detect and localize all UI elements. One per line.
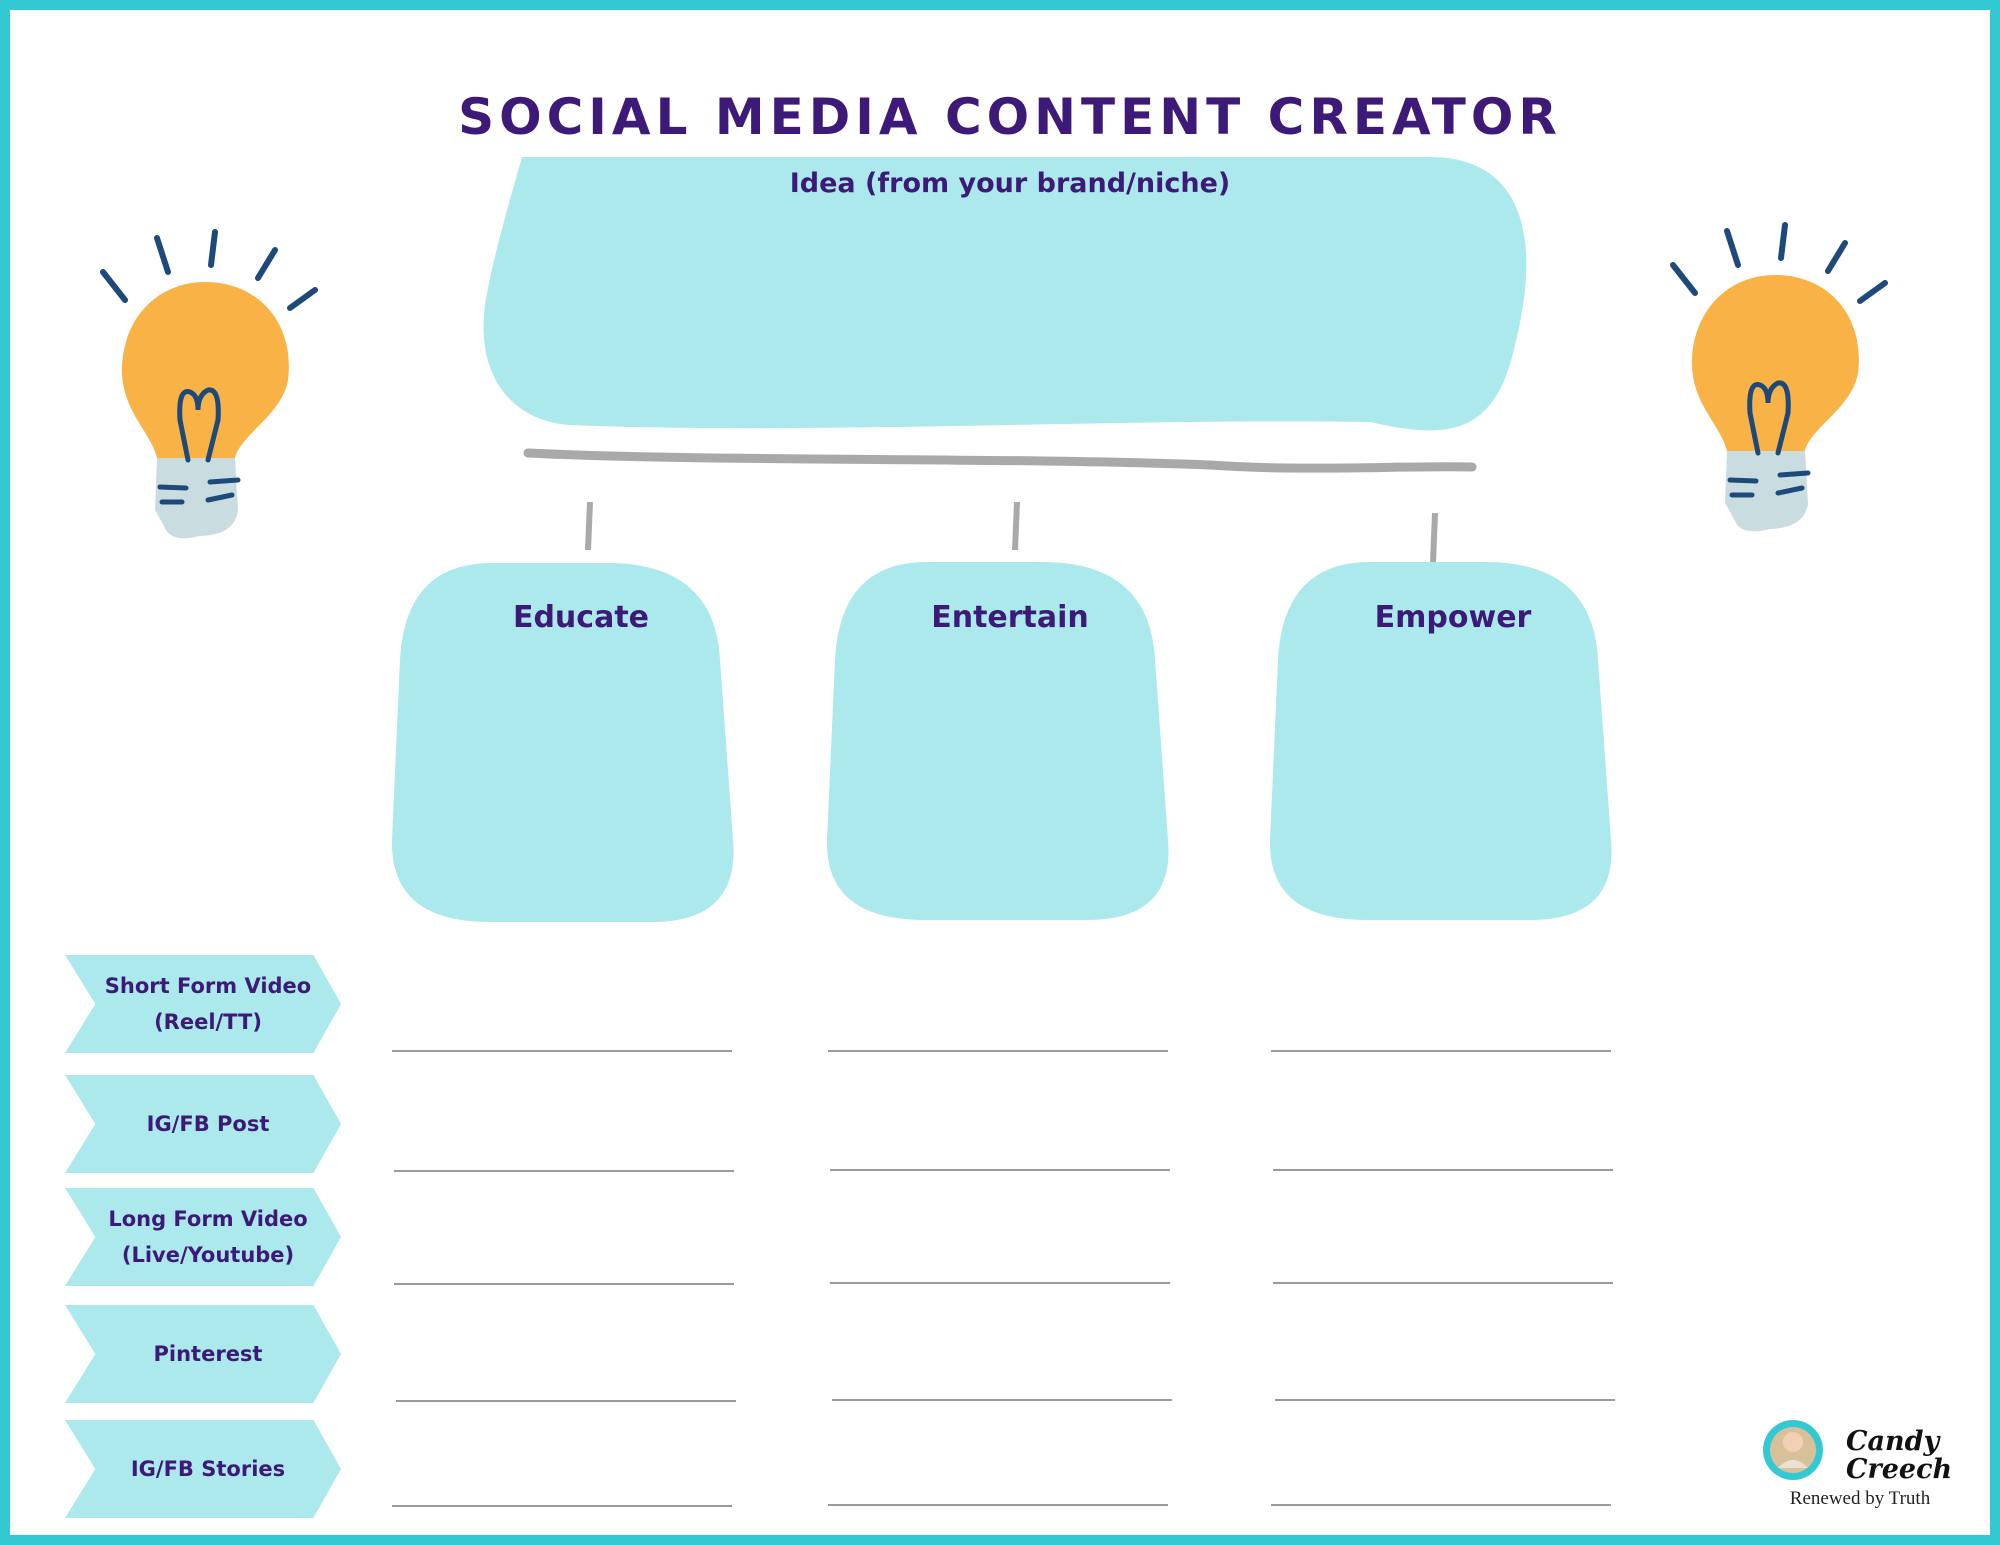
category-label-educate: Educate <box>512 600 650 635</box>
writing-line[interactable] <box>828 1050 1168 1052</box>
platform-label: Long Form Video (Live/Youtube) <box>108 1207 308 1267</box>
writing-line[interactable] <box>394 1283 734 1285</box>
idea-box <box>483 157 1527 431</box>
platform-label: Short Form Video (Reel/TT) <box>104 974 312 1034</box>
writing-line[interactable] <box>1275 1399 1615 1401</box>
connector-tick-empower <box>1430 512 1438 563</box>
writing-line[interactable] <box>1273 1169 1613 1171</box>
writing-line[interactable] <box>830 1169 1170 1171</box>
diagram-artwork <box>100 157 1888 1480</box>
logo-tagline: Renewed by Truth <box>1789 1488 1931 1509</box>
idea-label: Idea (from your brand/niche) <box>789 168 1231 199</box>
platform-arrow-pinterest: Pinterest <box>65 1305 341 1403</box>
connector-bar <box>523 448 1477 473</box>
platform-arrow-ig-fb-post: IG/FB Post <box>65 1075 341 1173</box>
platform-arrow-short-form-video: Short Form Video (Reel/TT) <box>65 955 341 1053</box>
writing-line[interactable] <box>392 1505 732 1507</box>
platform-label: Pinterest <box>153 1342 263 1366</box>
connector-tick-entertain <box>1012 501 1020 551</box>
category-box-educate <box>391 563 734 922</box>
writing-line[interactable] <box>828 1504 1168 1506</box>
logo-avatar <box>1763 1420 1823 1480</box>
lightbulb-icon <box>1670 222 1888 532</box>
writing-line[interactable] <box>1271 1050 1611 1052</box>
writing-line[interactable] <box>1271 1504 1611 1506</box>
writing-line[interactable] <box>394 1170 734 1172</box>
category-box-empower <box>1269 562 1612 920</box>
platform-label: IG/FB Stories <box>130 1457 286 1481</box>
lightbulb-icon <box>100 229 318 539</box>
connector-tick-educate <box>585 501 593 551</box>
writing-line[interactable] <box>830 1282 1170 1284</box>
platform-arrow-long-form-video: Long Form Video (Live/Youtube) <box>65 1188 341 1286</box>
platform-arrow-ig-fb-stories: IG/FB Stories <box>65 1420 341 1518</box>
writing-line[interactable] <box>392 1050 732 1052</box>
writing-line[interactable] <box>1273 1282 1613 1284</box>
category-label-entertain: Entertain <box>931 600 1089 635</box>
category-label-empower: Empower <box>1374 600 1532 635</box>
category-box-entertain <box>826 562 1169 920</box>
platform-label: IG/FB Post <box>146 1112 270 1136</box>
page-title: SOCIAL MEDIA CONTENT CREATOR <box>458 88 1562 146</box>
writing-line[interactable] <box>832 1399 1172 1401</box>
writing-line[interactable] <box>396 1400 736 1402</box>
logo-wordmark: Candy Creech <box>1846 1426 1953 1485</box>
